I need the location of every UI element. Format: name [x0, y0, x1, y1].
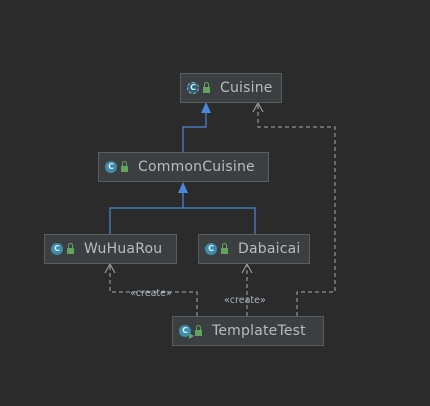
lock-icon: [67, 242, 74, 254]
class-node-cuisine[interactable]: C Cuisine: [180, 73, 282, 103]
inheritance-arrowhead-commoncuisine: [178, 182, 188, 193]
class-name: Cuisine: [220, 80, 273, 96]
abstract-class-icon: C: [187, 82, 199, 94]
runnable-class-icon: C: [179, 325, 194, 339]
lock-icon: [195, 324, 202, 336]
inheritance-arrowhead-cuisine: [201, 102, 211, 113]
class-node-dabaicai[interactable]: C Dabaicai: [198, 234, 310, 264]
class-name: Dabaicai: [238, 241, 301, 257]
class-icon: C: [105, 161, 117, 173]
dependency-arrowhead-cuisine: [252, 101, 264, 113]
inheritance-wuhuarou-to-commoncuisine: [109, 207, 183, 234]
create-label-dabaicai: «create»: [224, 295, 266, 306]
dependency-arrowhead-wuhuarou: [104, 262, 116, 274]
inheritance-commoncuisine-to-cuisine: [182, 112, 207, 152]
dependency-templatetest-to-cuisine: [257, 104, 336, 316]
class-icon: C: [205, 243, 217, 255]
class-node-commoncuisine[interactable]: C CommonCuisine: [98, 152, 269, 182]
class-node-templatetest[interactable]: C TemplateTest: [172, 316, 324, 346]
class-icon: C: [51, 243, 63, 255]
class-name: TemplateTest: [212, 323, 306, 339]
lock-icon: [221, 242, 228, 254]
lock-icon: [203, 81, 210, 93]
class-name: CommonCuisine: [138, 159, 255, 175]
inheritance-dabaicai-to-commoncuisine: [183, 207, 256, 234]
create-label-wuhuarou: «create»: [130, 288, 172, 299]
class-node-wuhuarou[interactable]: C WuHuaRou: [44, 234, 177, 264]
dependency-arrowhead-dabaicai: [241, 262, 253, 274]
lock-icon: [121, 160, 128, 172]
class-name: WuHuaRou: [84, 241, 163, 257]
